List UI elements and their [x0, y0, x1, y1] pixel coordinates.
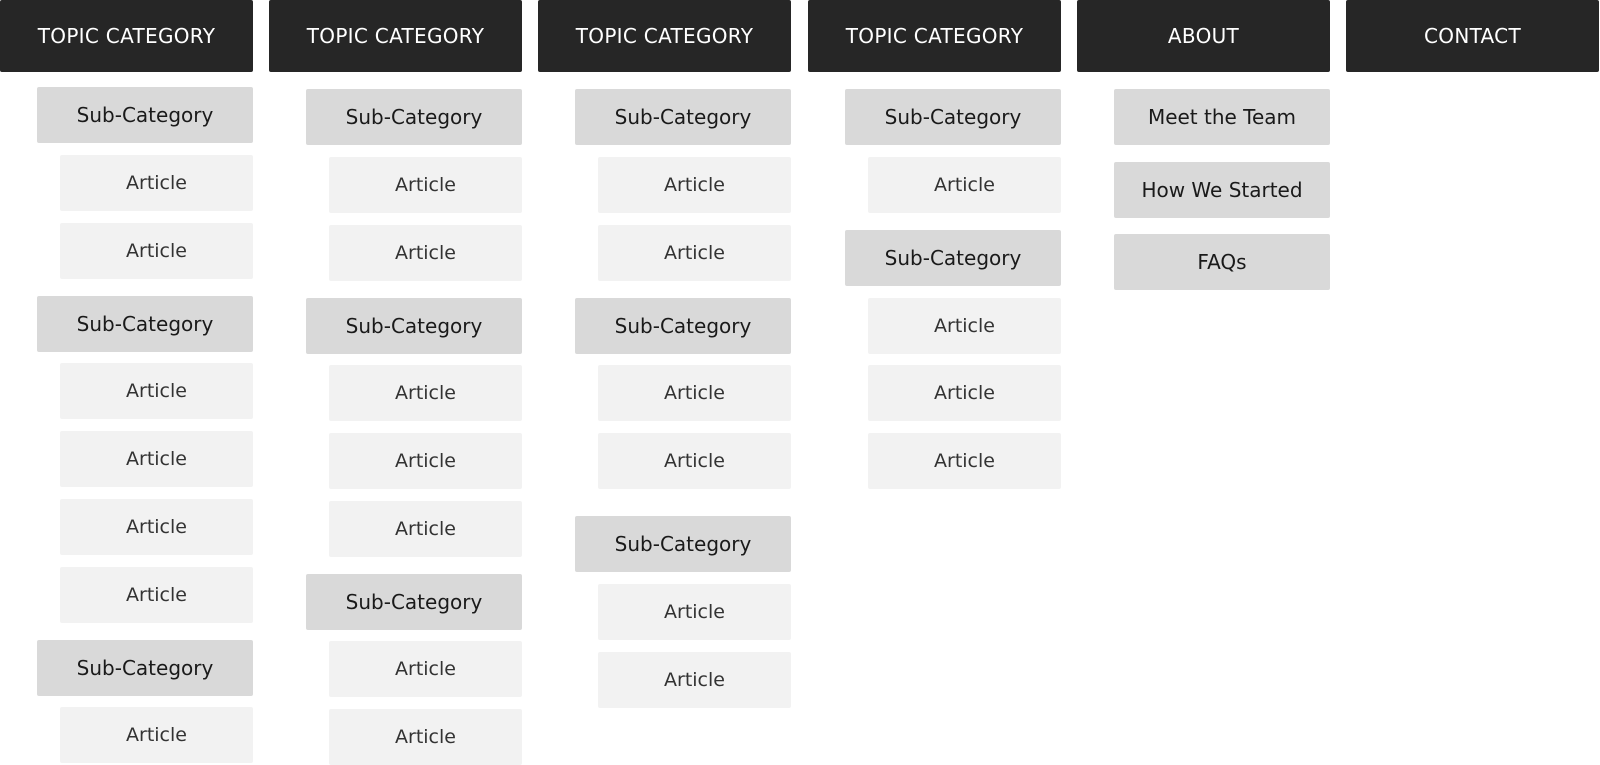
article-article: Article: [329, 225, 522, 281]
header-topic-category: TOPIC CATEGORY: [808, 0, 1061, 72]
article-article: Article: [329, 501, 522, 557]
subcategory-sub-category: Sub-Category: [306, 574, 522, 630]
article-article: Article: [60, 567, 253, 623]
subcategory-sub-category: Sub-Category: [575, 516, 791, 572]
header-topic-category: TOPIC CATEGORY: [0, 0, 253, 72]
subcategory-sub-category: Sub-Category: [37, 87, 253, 143]
article-article: Article: [60, 363, 253, 419]
subcategory-faqs: FAQs: [1114, 234, 1330, 290]
subcategory-sub-category: Sub-Category: [575, 89, 791, 145]
article-article: Article: [598, 433, 791, 489]
article-article: Article: [868, 365, 1061, 421]
header-topic-category: TOPIC CATEGORY: [538, 0, 791, 72]
article-article: Article: [598, 652, 791, 708]
subcategory-sub-category: Sub-Category: [845, 230, 1061, 286]
subcategory-how-we-started: How We Started: [1114, 162, 1330, 218]
article-article: Article: [60, 707, 253, 763]
article-article: Article: [598, 157, 791, 213]
header-topic-category: TOPIC CATEGORY: [269, 0, 522, 72]
subcategory-sub-category: Sub-Category: [306, 298, 522, 354]
article-article: Article: [598, 365, 791, 421]
subcategory-sub-category: Sub-Category: [37, 640, 253, 696]
subcategory-meet-the-team: Meet the Team: [1114, 89, 1330, 145]
article-article: Article: [60, 431, 253, 487]
subcategory-sub-category: Sub-Category: [37, 296, 253, 352]
subcategory-sub-category: Sub-Category: [845, 89, 1061, 145]
subcategory-sub-category: Sub-Category: [575, 298, 791, 354]
header-contact: CONTACT: [1346, 0, 1599, 72]
column-6: CONTACT: [1346, 0, 1599, 765]
article-article: Article: [868, 157, 1061, 213]
article-article: Article: [329, 709, 522, 765]
article-article: Article: [60, 223, 253, 279]
article-article: Article: [868, 433, 1061, 489]
article-article: Article: [329, 365, 522, 421]
subcategory-sub-category: Sub-Category: [306, 89, 522, 145]
article-article: Article: [60, 499, 253, 555]
article-article: Article: [329, 433, 522, 489]
header-about: ABOUT: [1077, 0, 1330, 72]
article-article: Article: [598, 584, 791, 640]
article-article: Article: [329, 157, 522, 213]
article-article: Article: [60, 155, 253, 211]
article-article: Article: [868, 298, 1061, 354]
article-article: Article: [598, 225, 791, 281]
article-article: Article: [329, 641, 522, 697]
